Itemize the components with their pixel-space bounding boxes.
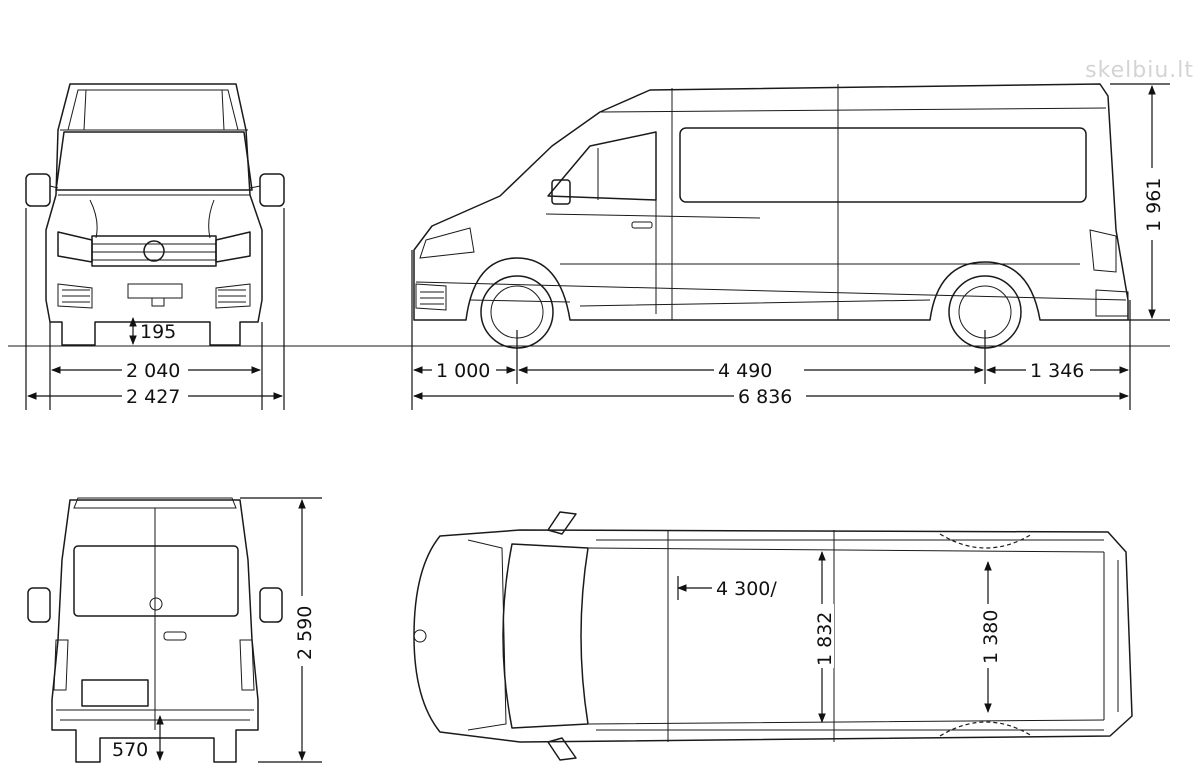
rear-overhang-label: 1 346 [1030,360,1084,382]
cargo-width-label: 1 832 [814,612,836,666]
top-view [413,511,1133,761]
front-view [25,83,285,346]
track-width-label: 2 040 [126,360,180,382]
front-view-dimensions: 195 2 040 2 427 [25,208,285,410]
rear-view-dimensions: 2 590 570 [112,497,322,763]
side-view [413,83,1129,349]
front-overhang-label: 1 000 [436,360,490,382]
overall-width-label: 2 427 [126,386,180,408]
rear-view [27,497,283,763]
watermark: skelbiu.lt [1085,58,1194,83]
loading-sill-height-label: 570 [112,739,148,761]
cargo-length-label: 4 300/ [716,578,777,600]
side-view-dimensions: 1 000 4 490 1 346 6 836 1 961 [411,83,1170,410]
overall-length-label: 6 836 [738,386,792,408]
wheelbase-label: 4 490 [718,360,772,382]
wheel-arch-width-label: 1 380 [980,610,1002,664]
ground-clearance-label: 195 [140,321,176,343]
overall-height-label: 2 590 [294,606,316,660]
cargo-height-label: 1 961 [1143,178,1165,232]
top-view-dimensions: 4 300/ 1 832 1 380 [677,551,1002,723]
